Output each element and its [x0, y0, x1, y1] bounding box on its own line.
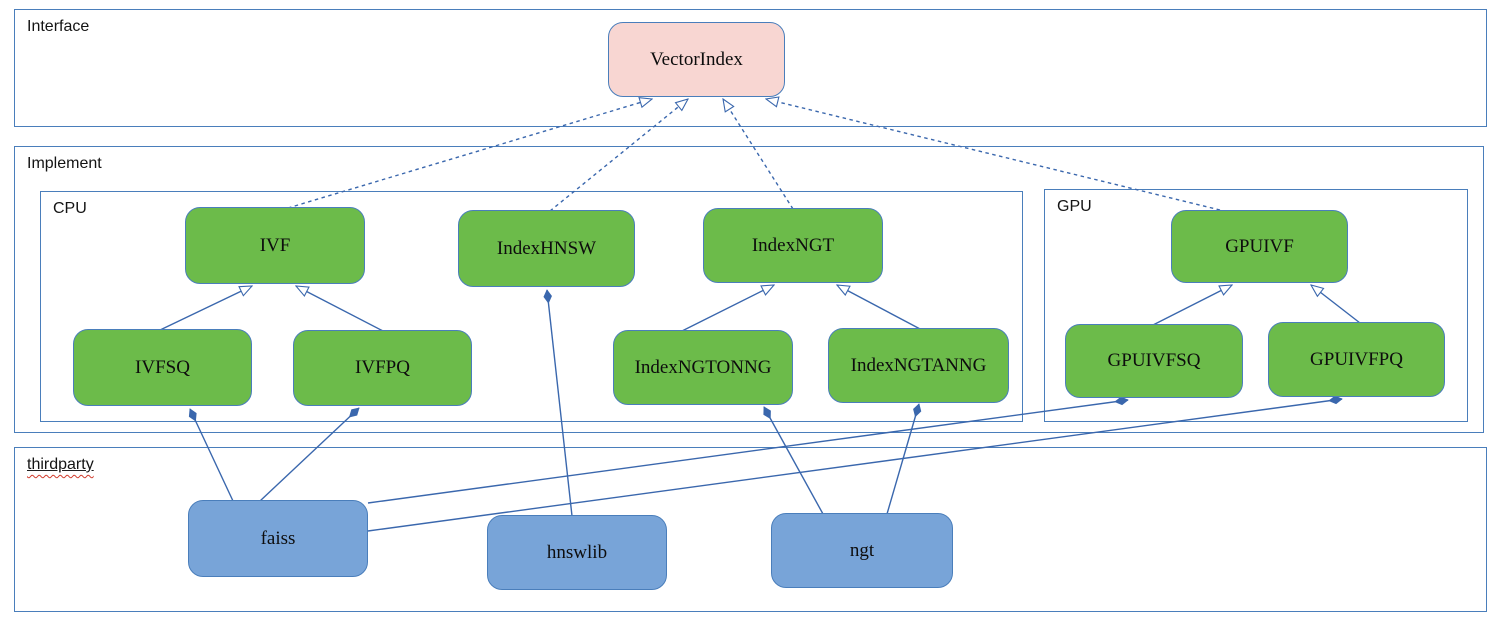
section-interface-label: Interface	[27, 18, 90, 35]
section-gpu: GPU	[1044, 189, 1468, 422]
section-thirdparty-label: thirdparty	[27, 456, 94, 474]
node-gpuivfsq: GPUIVFSQ	[1065, 324, 1243, 398]
node-gpuivfsq-label: GPUIVFSQ	[1107, 350, 1201, 371]
section-interface: Interface	[14, 9, 1487, 127]
node-ivfpq: IVFPQ	[293, 330, 472, 406]
edge-generalization-ivfsq-ivf	[157, 285, 252, 332]
edge-generalization-gpuivfpq-gpuivf	[1311, 285, 1361, 324]
edge-realization-ivf-vectorindex	[287, 99, 652, 209]
node-vectorindex-label: VectorIndex	[650, 48, 743, 70]
edge-generalization-gpuivfsq-gpuivf	[1152, 285, 1232, 326]
node-ivfsq-label: IVFSQ	[135, 356, 190, 378]
section-thirdparty-label-text: thirdparty	[27, 456, 94, 473]
edge-composition-hnswlib-indexhnsw	[543, 289, 573, 517]
edge-generalization-ivfpq-ivf	[296, 286, 384, 332]
edge-realization-indexhnsw-vectorindex	[549, 99, 688, 212]
node-gpuivfpq: GPUIVFPQ	[1268, 322, 1445, 397]
edge-composition-faiss-ivfpq	[259, 407, 360, 502]
node-indexngtonng-label: IndexNGTONNG	[634, 356, 772, 378]
section-implement: Implement	[14, 146, 1484, 433]
node-indexngtanng: IndexNGTANNG	[828, 328, 1009, 403]
node-faiss-label: faiss	[260, 527, 296, 549]
edge-composition-faiss-gpuivfsq	[367, 396, 1129, 504]
node-ngt: ngt	[771, 513, 953, 588]
edge-composition-faiss-gpuivfpq	[367, 395, 1343, 532]
node-vectorindex: VectorIndex	[608, 22, 785, 97]
edge-realization-gpuivf-vectorindex	[766, 99, 1221, 211]
edge-generalization-indexngtonng-indexngt	[681, 285, 774, 332]
node-faiss: faiss	[188, 500, 368, 577]
node-gpuivf-label: GPUIVF	[1225, 235, 1294, 257]
node-indexngtanng-label: IndexNGTANNG	[850, 354, 987, 376]
node-indexngt-label: IndexNGT	[751, 234, 835, 256]
node-hnswlib: hnswlib	[487, 515, 667, 590]
node-ivfpq-label: IVFPQ	[355, 357, 410, 378]
section-cpu-label: CPU	[53, 200, 87, 217]
node-indexhnsw: IndexHNSW	[458, 210, 635, 287]
section-implement-label: Implement	[27, 155, 102, 172]
node-ivf-label: IVF	[259, 234, 291, 256]
edge-composition-faiss-ivfsq	[188, 408, 234, 502]
section-thirdparty: thirdparty	[14, 447, 1487, 612]
edge-generalization-indexngtanng-indexngt	[837, 285, 923, 331]
node-indexngt: IndexNGT	[703, 208, 883, 283]
edge-realization-indexngt-vectorindex	[723, 99, 794, 210]
edge-composition-ngt-indexngtonng	[763, 406, 824, 515]
node-ngt-label: ngt	[849, 539, 875, 561]
node-indexngtonng: IndexNGTONNG	[613, 330, 793, 405]
node-ivfsq: IVFSQ	[73, 329, 252, 406]
node-hnswlib-label: hnswlib	[546, 541, 608, 563]
node-gpuivfpq-label: GPUIVFPQ	[1310, 348, 1403, 370]
node-ivf: IVF	[185, 207, 365, 284]
node-gpuivf: GPUIVF	[1171, 210, 1348, 283]
section-cpu: CPU	[40, 191, 1023, 422]
section-gpu-label: GPU	[1057, 198, 1092, 215]
node-indexhnsw-label: IndexHNSW	[496, 237, 597, 259]
